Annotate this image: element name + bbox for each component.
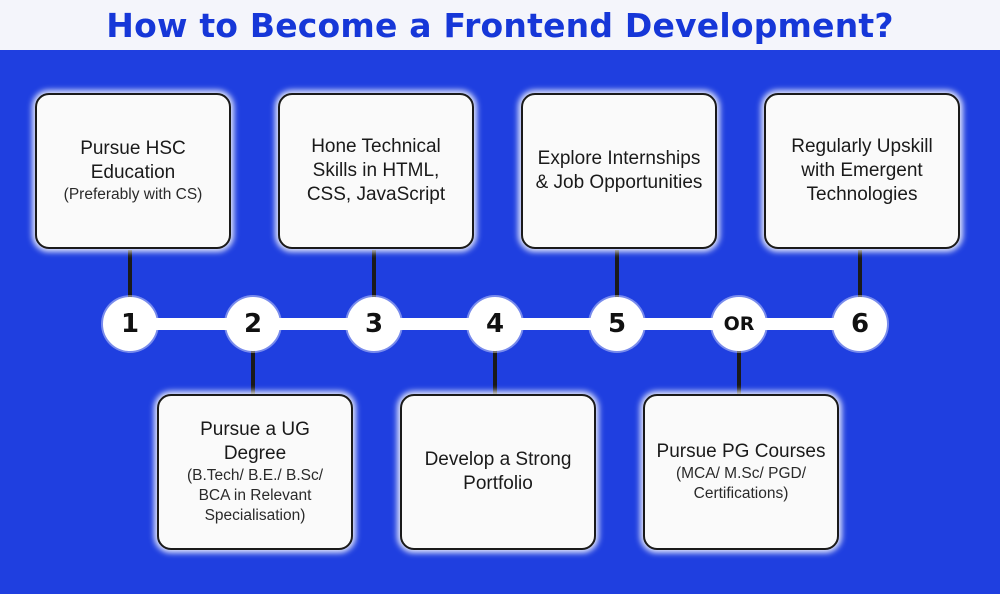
step-card-2: Pursue a UG Degree (B.Tech/ B.E./ B.Sc/ … (157, 394, 353, 550)
connector-3 (372, 250, 376, 310)
step-6-title: Regularly Upskill with Emergent Technolo… (791, 136, 933, 205)
step-card-4: Develop a Strong Portfolio (400, 394, 596, 550)
connector-or (737, 340, 741, 396)
step-card-5: Explore Internships & Job Opportunities (521, 93, 717, 249)
page-title: How to Become a Frontend Development? (106, 5, 894, 45)
connector-2 (251, 340, 255, 396)
step-card-6: Regularly Upskill with Emergent Technolo… (764, 93, 960, 249)
diagram-stage: Pursue HSC Education (Preferably with CS… (0, 50, 1000, 594)
step-card-or: Pursue PG Courses (MCA/ M.Sc/ PGD/ Certi… (643, 394, 839, 550)
step-1-title: Pursue HSC Education (80, 138, 186, 183)
node-3: 3 (347, 297, 401, 351)
node-6: 6 (833, 297, 887, 351)
step-4-title: Develop a Strong Portfolio (424, 449, 572, 494)
node-2: 2 (226, 297, 280, 351)
step-or-note: (MCA/ M.Sc/ PGD/ Certifications) (675, 465, 807, 502)
connector-1 (128, 250, 132, 310)
step-3-title: Hone Technical Skills in HTML, CSS, Java… (306, 136, 446, 205)
connector-6 (858, 250, 862, 310)
connector-4 (493, 340, 497, 396)
step-2-note: (B.Tech/ B.E./ B.Sc/ BCA in Relevant Spe… (186, 467, 324, 524)
title-bar: How to Become a Frontend Development? (0, 0, 1000, 50)
step-card-3: Hone Technical Skills in HTML, CSS, Java… (278, 93, 474, 249)
connector-5 (615, 250, 619, 310)
step-5-title: Explore Internships & Job Opportunities (535, 148, 703, 193)
node-5: 5 (590, 297, 644, 351)
node-1: 1 (103, 297, 157, 351)
node-or: OR (712, 297, 766, 351)
step-2-title: Pursue a UG Degree (200, 419, 310, 464)
node-4: 4 (468, 297, 522, 351)
step-card-1: Pursue HSC Education (Preferably with CS… (35, 93, 231, 249)
step-or-title: Pursue PG Courses (656, 441, 826, 462)
step-1-note: (Preferably with CS) (63, 186, 203, 203)
